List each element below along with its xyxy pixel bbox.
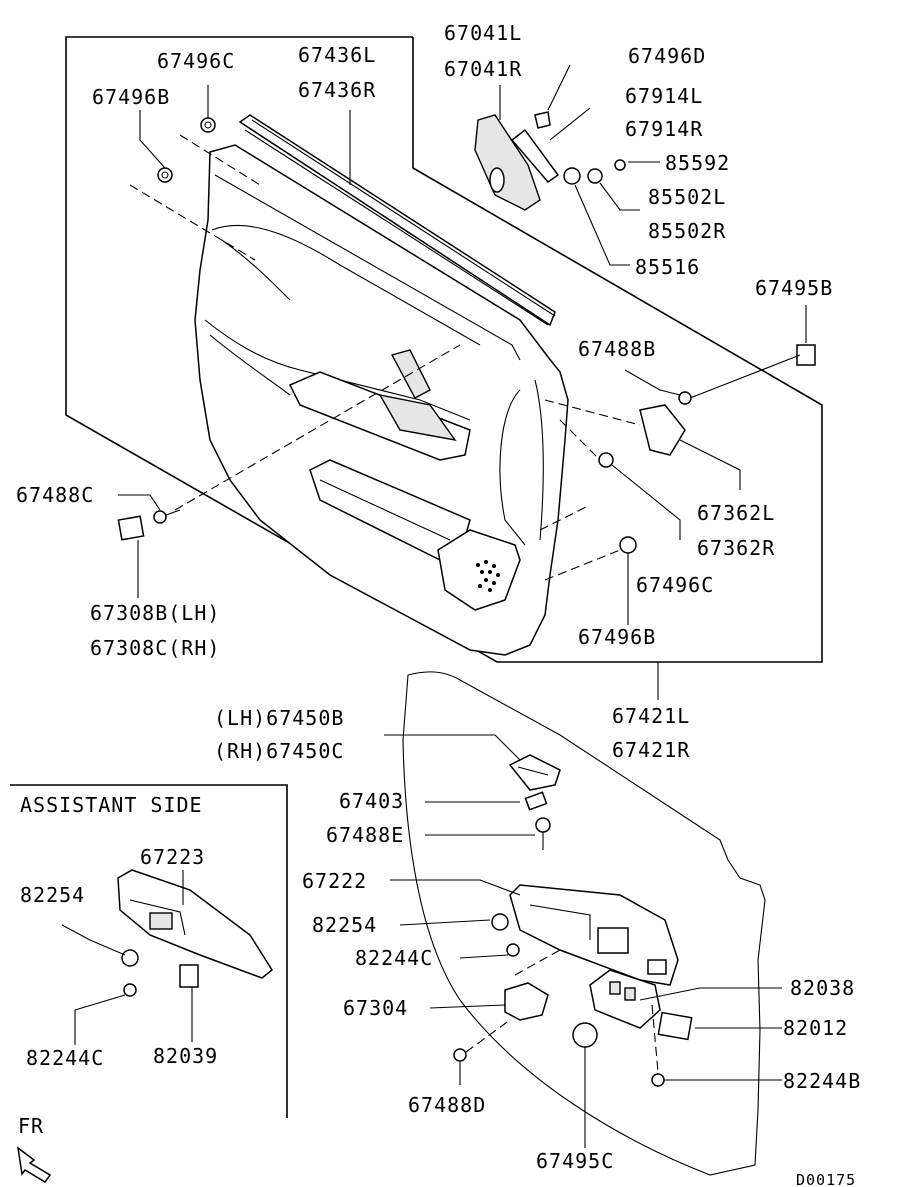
label-67495b: 67495B xyxy=(755,276,833,300)
assistant-inset-frame xyxy=(10,784,288,1118)
label-67362r: 67362R xyxy=(697,536,775,560)
label-67496c-top: 67496C xyxy=(157,49,235,73)
label-82244b: 82244B xyxy=(783,1069,861,1093)
label-67304: 67304 xyxy=(343,996,408,1020)
top-left-clips xyxy=(129,85,351,261)
label-82244c-assist: 82244C xyxy=(26,1046,104,1070)
label-67914l: 67914L xyxy=(625,84,703,108)
label-82254-main: 82254 xyxy=(312,913,377,937)
label-67223: 67223 xyxy=(140,845,205,869)
label-67488b: 67488B xyxy=(578,337,656,361)
label-67436l: 67436L xyxy=(298,43,376,67)
label-67308b: 67308B(LH) xyxy=(90,601,220,625)
label-67914r: 67914R xyxy=(625,117,703,141)
label-67496b-mid: 67496B xyxy=(578,625,656,649)
label-85516: 85516 xyxy=(635,255,700,279)
left-clip-parts xyxy=(117,344,461,598)
label-67488e: 67488E xyxy=(326,823,404,847)
label-67488c: 67488C xyxy=(16,483,94,507)
label-67403: 67403 xyxy=(339,789,404,813)
assistant-side-title: ASSISTANT SIDE xyxy=(20,793,203,817)
diagram-code: D00175 xyxy=(796,1171,856,1187)
door-trim-panel xyxy=(194,144,569,656)
label-67421l: 67421L xyxy=(612,704,690,728)
tweeter-parts xyxy=(474,64,660,266)
speaker-grille-dots xyxy=(476,560,500,592)
label-67450b: (LH)67450B xyxy=(214,706,344,730)
label-82012: 82012 xyxy=(783,1016,848,1040)
main-frame xyxy=(65,36,823,663)
weatherstrip-67436 xyxy=(238,114,556,327)
label-82244c-main: 82244C xyxy=(355,946,433,970)
label-82254-assist: 82254 xyxy=(20,883,85,907)
label-85502r: 85502R xyxy=(648,219,726,243)
label-67496c-mid: 67496C xyxy=(636,573,714,597)
front-arrow-icon xyxy=(16,1146,52,1183)
label-67488d: 67488D xyxy=(408,1093,486,1117)
label-67041r: 67041R xyxy=(444,57,522,81)
label-67362l: 67362L xyxy=(697,501,775,525)
switch-panel-parts xyxy=(384,734,782,1148)
label-67222: 67222 xyxy=(302,869,367,893)
label-85592: 85592 xyxy=(665,151,730,175)
assistant-parts xyxy=(61,869,273,1045)
label-67496d: 67496D xyxy=(628,44,706,68)
label-67495c: 67495C xyxy=(536,1149,614,1173)
label-67496b-top: 67496B xyxy=(92,85,170,109)
label-82038: 82038 xyxy=(790,976,855,1000)
label-67308c: 67308C(RH) xyxy=(90,636,220,660)
label-fr: FR xyxy=(18,1114,44,1138)
label-67450c: (RH)67450C xyxy=(214,739,344,763)
right-bracket-parts xyxy=(539,305,816,625)
label-67041l: 67041L xyxy=(444,21,522,45)
label-82039: 82039 xyxy=(153,1044,218,1068)
label-67421r: 67421R xyxy=(612,738,690,762)
label-67436r: 67436R xyxy=(298,78,376,102)
label-85502l: 85502L xyxy=(648,185,726,209)
